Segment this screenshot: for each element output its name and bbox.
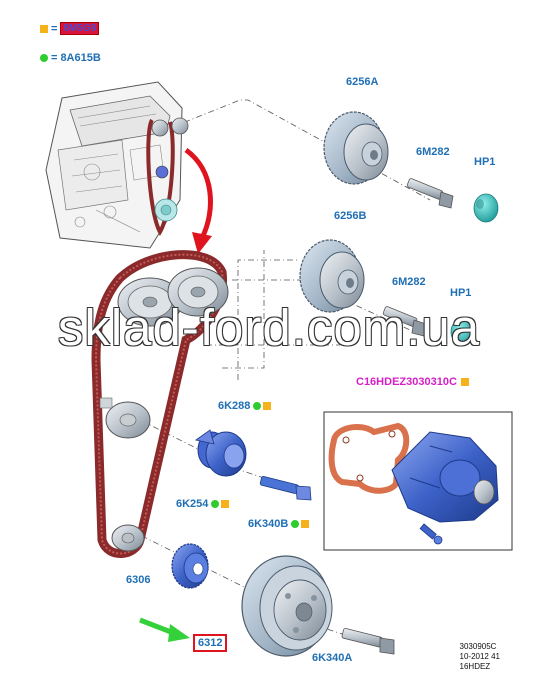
cam-pulley-6256a <box>323 111 389 185</box>
green-arrow-icon <box>139 617 190 642</box>
label-6306: 6306 <box>126 574 151 586</box>
plug-hp1-top <box>473 193 499 223</box>
tensioner-6k254 <box>195 429 247 477</box>
yellow-square-icon <box>40 24 48 33</box>
label-6256a: 6256A <box>346 76 379 88</box>
yellow-square-icon <box>263 402 272 411</box>
green-dot-icon <box>291 520 300 529</box>
crank-pulley-6312 <box>241 555 333 657</box>
label-6256b: 6256B <box>334 210 367 222</box>
legend-equals: = <box>51 22 58 35</box>
plug-hp1-bottom <box>450 318 474 346</box>
reference-line: 3030905C <box>459 642 497 651</box>
label-6m282-bottom: 6M282 <box>392 276 426 288</box>
timing-belt <box>91 250 227 558</box>
label-6k340a: 6K340A <box>312 652 353 664</box>
label-6k288: 6K288 <box>218 400 272 412</box>
yellow-square-icon <box>301 520 310 529</box>
belt-idler-assembled <box>99 397 151 439</box>
legend-code-dot: 8A615B <box>60 52 101 64</box>
label-6k340b: 6K340B <box>248 518 310 530</box>
label-6312: 6312 <box>193 634 228 652</box>
reference-line: 10-2012 41 <box>459 652 500 661</box>
green-dot-icon <box>211 500 220 509</box>
cam-pulleys-assembled <box>117 267 229 327</box>
label-hp1-top: HP1 <box>474 156 496 168</box>
legend-equals: = <box>51 52 58 64</box>
green-dot-icon <box>253 402 262 411</box>
legend-row-dot: = 8A615B <box>40 52 101 64</box>
red-arrow-icon <box>184 147 213 254</box>
yellow-square-icon <box>460 378 469 386</box>
crank-gear-6306 <box>171 543 209 589</box>
label-hp1-bottom: HP1 <box>450 287 472 299</box>
green-dot-icon <box>40 54 48 62</box>
kit-label: C16HDEZ3030310C <box>356 376 469 388</box>
watermark: sklad-ford.com.ua <box>57 299 481 356</box>
label-6k254: 6K254 <box>176 498 230 510</box>
reference-block: 3030905C 10-2012 41 16HDEZ <box>460 642 500 672</box>
legend-row-square: = 8M5G8 <box>40 22 100 35</box>
crank-gear-assembled <box>111 524 145 552</box>
bolt-6k340b <box>259 476 312 501</box>
bolt-6k340a <box>341 628 395 655</box>
label-6m282-top: 6M282 <box>416 146 450 158</box>
yellow-square-icon <box>221 500 230 509</box>
water-pump-kit-box <box>323 411 513 551</box>
cam-pulley-6256b <box>299 239 365 313</box>
legend-code-square: 8M5G8 <box>60 22 100 35</box>
reference-line: 16HDEZ <box>459 662 491 671</box>
engine-block <box>45 81 189 249</box>
bolt-6m282-bottom <box>382 306 427 337</box>
bolt-6m282-top <box>406 178 454 209</box>
